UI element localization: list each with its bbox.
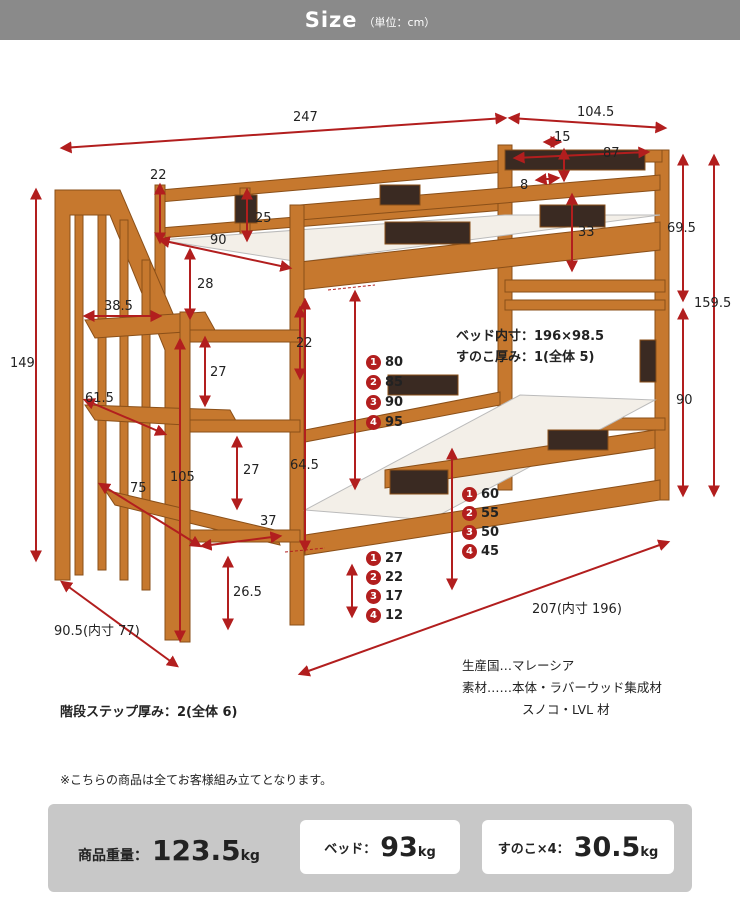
bed-frame bbox=[54, 144, 670, 643]
dimension-lines bbox=[30, 112, 720, 677]
slat-thickness: すのこ厚み：1(全体 5) bbox=[456, 350, 595, 365]
bunk-bed-illustration bbox=[30, 112, 720, 677]
dim-step3-37: 37 bbox=[260, 514, 277, 529]
origin-material: 素材……本体・ラバーウッド集成材 bbox=[462, 680, 662, 695]
dim-total-height: 159.5 bbox=[694, 296, 732, 311]
dim-stair-25: 25 bbox=[255, 211, 272, 226]
bed-spec: ベッド内寸：196×98.5 すのこ厚み：1(全体 5) bbox=[456, 326, 604, 368]
origin-material-2: スノコ・LVL 材 bbox=[522, 702, 610, 717]
dim-total-length: 247 bbox=[293, 110, 318, 125]
assembly-note: ※こちらの商品は全てお客様組み立てとなります。 bbox=[60, 773, 333, 787]
weights-panel: 商品重量： 123.5 kg ベッド： 93 kg すのこ×4： 30.5 kg bbox=[48, 804, 692, 892]
product-weight: 商品重量： 123.5 kg bbox=[78, 834, 260, 867]
dim-lower-height: 90 bbox=[676, 393, 693, 408]
dim-step3-depth: 75 bbox=[130, 481, 147, 496]
dim-stair-22: 22 bbox=[150, 168, 167, 183]
dim-frame-width: 104.5 bbox=[577, 105, 615, 120]
dim-top-guard: 69.5 bbox=[667, 221, 696, 236]
dashed-guides bbox=[284, 284, 376, 553]
bed-weight: ベッド： 93 kg bbox=[300, 820, 460, 874]
dim-stair-height: 149 bbox=[10, 356, 35, 371]
dim-base-depth: 90.5(内寸 77) bbox=[54, 624, 140, 639]
dim-cap-87: 87 bbox=[603, 146, 620, 161]
dim-gap-105: 105 bbox=[170, 470, 195, 485]
slat-weight: すのこ×4： 30.5 kg bbox=[482, 820, 674, 874]
origin-info: 生産国…マレーシア 素材……本体・ラバーウッド集成材 スノコ・LVL 材 bbox=[462, 655, 662, 721]
dim-upper-rail: 33 bbox=[578, 225, 595, 240]
header-title: Size bbox=[304, 8, 358, 32]
header-unit: （単位：cm） bbox=[363, 16, 436, 29]
origin-country: 生産国…マレーシア bbox=[462, 658, 575, 673]
dim-side-length: 207(内寸 196) bbox=[532, 602, 622, 617]
dim-step2-depth: 61.5 bbox=[85, 391, 114, 406]
dim-under-64-5: 64.5 bbox=[290, 458, 319, 473]
step-thickness: 階段ステップ厚み：2(全体 6) bbox=[60, 705, 238, 720]
bed-inner-size: ベッド内寸：196×98.5 bbox=[456, 329, 605, 344]
dim-step1-depth: 38.5 bbox=[104, 299, 133, 314]
size-header: Size （単位：cm） bbox=[0, 0, 740, 40]
dim-gap-27a: 27 bbox=[210, 365, 227, 380]
dim-floor-26-5: 26.5 bbox=[233, 585, 262, 600]
dim-cap-8: 8 bbox=[520, 178, 529, 193]
dim-stair-28: 28 bbox=[197, 277, 214, 292]
dim-gap-22: 22 bbox=[296, 336, 313, 351]
dim-gap-27b: 27 bbox=[243, 463, 260, 478]
dim-cap-15: 15 bbox=[554, 130, 571, 145]
dim-stair-90: 90 bbox=[210, 233, 227, 248]
